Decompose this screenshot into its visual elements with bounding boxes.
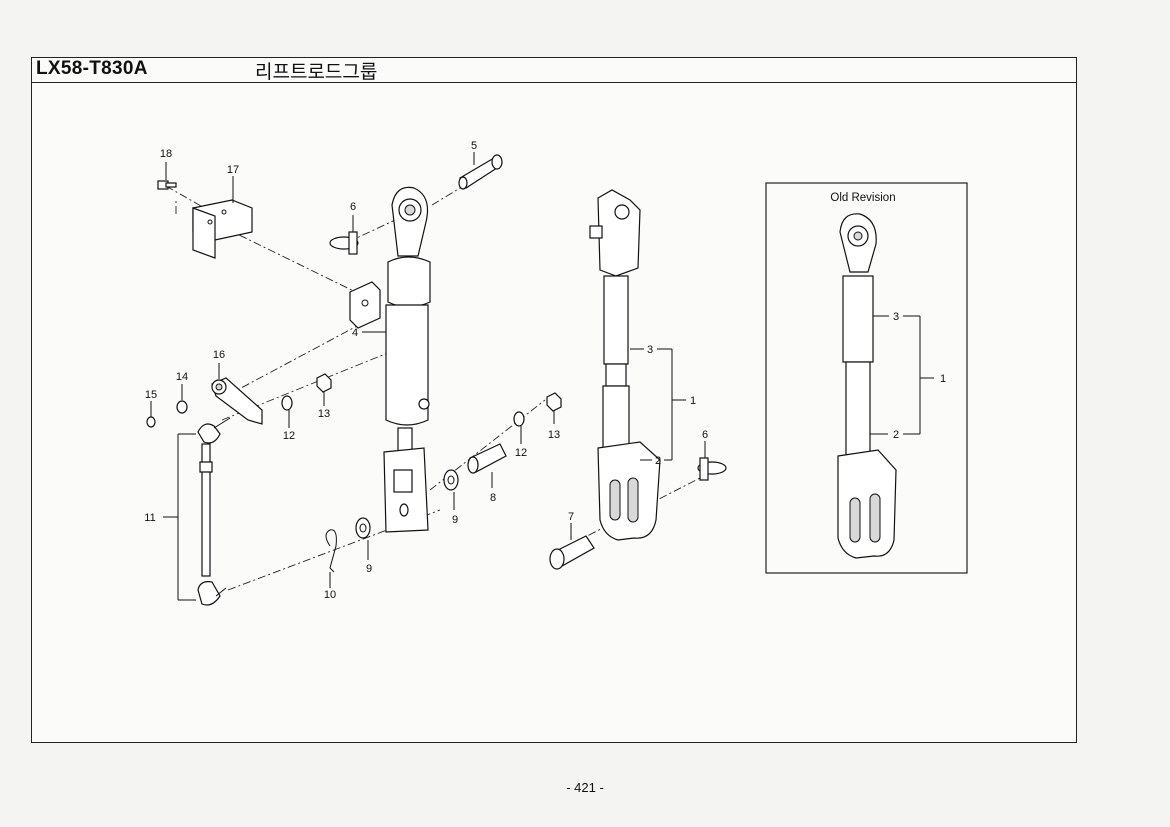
inset-callout-2: 2	[893, 429, 899, 441]
washer-9-lower	[355, 517, 371, 539]
page-number: - 421 -	[566, 780, 604, 795]
leader-lines	[150, 152, 706, 601]
callout-16: 16	[213, 349, 225, 361]
r-clip-10	[325, 529, 337, 573]
callout-15: 15	[145, 389, 157, 401]
model-code: LX58-T830A	[36, 58, 148, 79]
callout-13-left: 13	[318, 408, 330, 420]
callout-10: 10	[324, 589, 336, 601]
callout-14: 14	[176, 371, 188, 383]
callout-12-right: 12	[515, 447, 527, 459]
lift-cylinder-4	[349, 186, 431, 533]
arm-16	[211, 377, 263, 425]
callout-18: 18	[160, 148, 172, 160]
old-revision-inset: Old Revision 3 1 2	[765, 182, 968, 574]
linkage-rod-11	[197, 417, 231, 606]
bracket-17	[192, 199, 253, 259]
lift-rod-1	[589, 189, 661, 541]
pin-8	[467, 443, 507, 474]
callout-12-left: 12	[283, 430, 295, 442]
callout-7: 7	[568, 511, 574, 523]
washer-9-upper	[443, 469, 459, 491]
callout-5: 5	[471, 140, 477, 152]
washer-14	[176, 400, 188, 414]
callout-13-right: 13	[548, 429, 560, 441]
callout-2: 2	[655, 455, 661, 467]
inset-title: Old Revision	[830, 192, 895, 204]
callout-17: 17	[227, 164, 239, 176]
callout-9-lower: 9	[366, 563, 372, 575]
callout-4: 4	[352, 327, 358, 339]
callout-9-upper: 9	[452, 514, 458, 526]
inset-callout-1: 1	[940, 373, 946, 385]
group-title: 리프트로드그룹	[255, 61, 378, 83]
washer-12-left	[281, 395, 293, 411]
callout-8: 8	[490, 492, 496, 504]
callout-labels: 18 17 5 6 4 16 14 15 12 13 12 13 11 8 9 …	[144, 140, 708, 601]
clip-15	[146, 416, 156, 428]
pin-6-upper	[329, 231, 359, 255]
callout-3: 3	[647, 344, 653, 356]
washer-12-right	[513, 411, 525, 427]
pin-6-right	[697, 457, 727, 481]
pin-7	[549, 535, 595, 570]
callout-1: 1	[690, 395, 696, 407]
header-rule	[31, 82, 1077, 83]
pin-5	[458, 154, 503, 190]
nut-13-left	[316, 373, 332, 393]
nut-13-right	[546, 392, 562, 412]
callout-6-right: 6	[702, 429, 708, 441]
callout-11: 11	[144, 512, 155, 524]
inset-callout-3: 3	[893, 311, 899, 323]
bolt-18	[157, 180, 177, 190]
callout-6-upper: 6	[350, 201, 356, 213]
